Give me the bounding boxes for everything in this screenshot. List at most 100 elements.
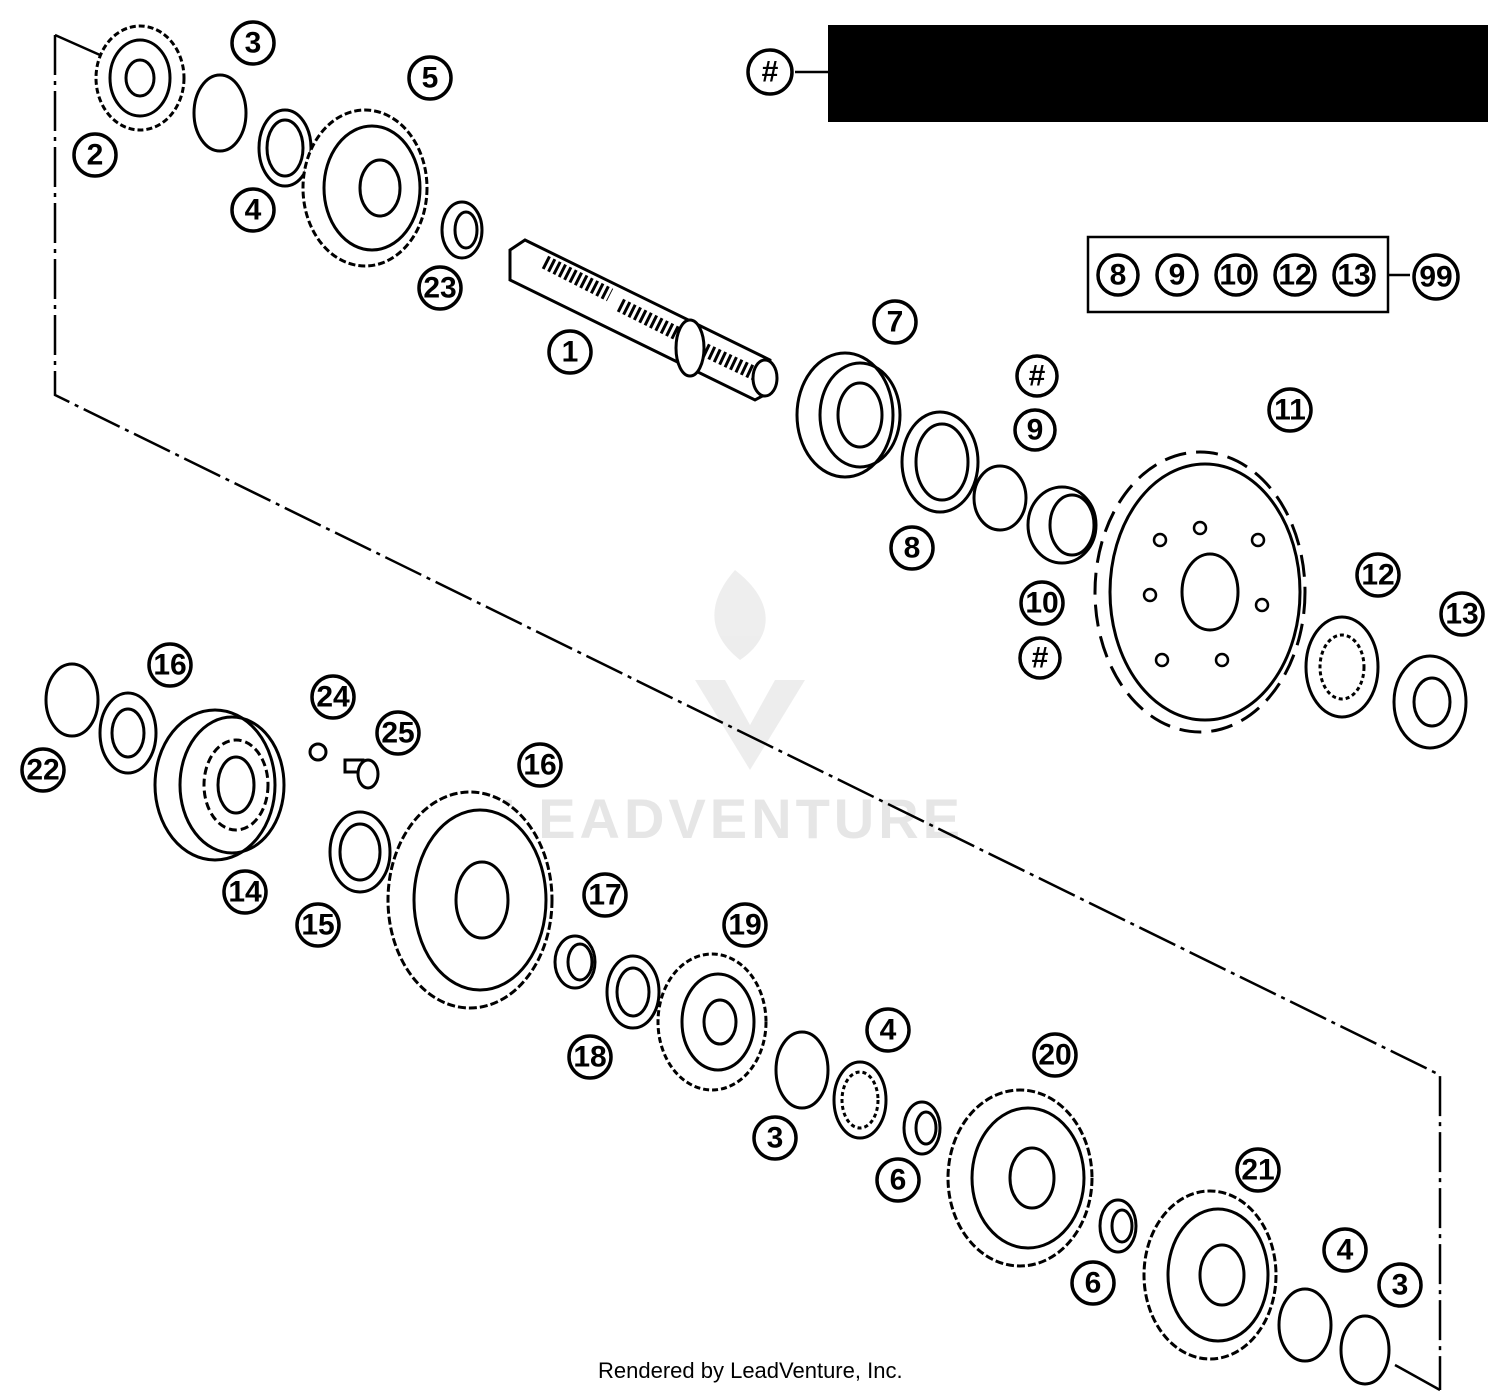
part-8-seal[interactable] [900,410,980,514]
part-4-washer-lower[interactable] [832,1060,888,1140]
svg-text:16: 16 [523,749,556,782]
svg-text:#: # [1029,360,1046,393]
kit-item-10[interactable]: 10 [1214,253,1258,297]
part-3-circlip-lower[interactable] [774,1030,830,1110]
redacted-notice-bar [828,25,1488,122]
kit-item-9[interactable]: 9 [1155,253,1199,297]
svg-text:1: 1 [562,336,579,369]
callout-20[interactable]: 20 [1032,1032,1078,1078]
callout-hash-9[interactable]: # [1015,354,1059,398]
part-6-bushing[interactable] [902,1100,942,1156]
callout-21[interactable]: 21 [1235,1147,1281,1193]
svg-text:7: 7 [887,306,904,339]
callout-4-lower[interactable]: 4 [865,1007,911,1053]
part-15-washer[interactable] [328,810,392,894]
svg-text:8: 8 [904,532,921,565]
callout-23[interactable]: 23 [417,265,463,311]
svg-text:17: 17 [588,879,621,912]
svg-text:19: 19 [728,909,761,942]
part-12-lock-washer[interactable] [1304,615,1380,719]
part-3-circlip-end[interactable] [1339,1314,1391,1386]
part-13-nut[interactable] [1392,654,1468,750]
callout-hash-10[interactable]: # [1018,636,1062,680]
svg-text:12: 12 [1278,259,1311,292]
part-20-gear[interactable] [946,1088,1094,1268]
callout-4[interactable]: 4 [230,187,276,233]
part-2-gear[interactable] [94,24,186,132]
outline-bottom-leader [1394,1363,1441,1392]
callout-15[interactable]: 15 [295,902,341,948]
svg-text:10: 10 [1025,587,1058,620]
svg-text:14: 14 [228,876,262,909]
part-3-circlip[interactable] [192,73,248,153]
svg-text:11: 11 [1274,394,1306,427]
callout-17[interactable]: 17 [582,872,628,918]
svg-text:21: 21 [1241,1154,1274,1187]
callout-12[interactable]: 12 [1355,552,1401,598]
callout-25[interactable]: 25 [375,710,421,756]
svg-text:99: 99 [1419,261,1452,294]
svg-text:13: 13 [1445,598,1478,631]
part-19-gear[interactable] [656,952,768,1092]
callout-10[interactable]: 10 [1019,580,1065,626]
svg-text:24: 24 [316,681,350,714]
outline-top-leader [54,33,101,57]
callout-9[interactable]: 9 [1013,408,1057,452]
part-16-gear[interactable] [386,790,554,1010]
part-5-gear[interactable] [301,108,429,268]
callout-16-gear[interactable]: 16 [517,742,563,788]
callout-4-end[interactable]: 4 [1322,1227,1368,1273]
svg-text:4: 4 [880,1014,897,1047]
part-22-washer[interactable] [44,662,100,738]
callout-1[interactable]: 1 [547,329,593,375]
part-9-o-ring[interactable] [972,464,1028,532]
callout-13[interactable]: 13 [1439,591,1485,637]
svg-text:6: 6 [1085,1267,1102,1300]
kit-item-13[interactable]: 13 [1332,253,1376,297]
callout-2[interactable]: 2 [72,132,118,178]
part-23-bushing[interactable] [440,200,484,260]
part-17-bushing[interactable] [553,934,597,990]
kit-item-8[interactable]: 8 [1096,253,1140,297]
kit-result-99[interactable]: 99 [1412,253,1460,301]
callout-3[interactable]: 3 [230,20,276,66]
part-6-bushing-lower[interactable] [1098,1198,1138,1254]
part-25-screw[interactable] [343,758,380,790]
callout-6-lower[interactable]: 6 [1070,1260,1116,1306]
callout-5[interactable]: 5 [407,55,453,101]
part-21-gear[interactable] [1142,1189,1278,1361]
callout-14[interactable]: 14 [222,869,268,915]
callout-16-left[interactable]: 16 [147,642,193,688]
part-24-ball[interactable] [308,742,328,762]
callout-3-lower[interactable]: 3 [752,1115,798,1161]
part-14-bearing[interactable] [153,708,286,862]
part-18-washer[interactable] [605,954,661,1030]
part-7-bearing[interactable] [795,351,902,479]
svg-text:4: 4 [245,194,262,227]
part-16-washer-left[interactable] [98,691,158,775]
part-1-main-shaft[interactable] [508,238,779,402]
svg-text:2: 2 [87,139,104,172]
kit-item-12[interactable]: 12 [1273,253,1317,297]
callout-7[interactable]: 7 [872,299,918,345]
callout-hash-notice[interactable]: # [746,48,794,96]
callout-18[interactable]: 18 [567,1034,613,1080]
callout-11[interactable]: 11 [1267,387,1313,433]
callout-22[interactable]: 22 [20,747,66,793]
callout-24[interactable]: 24 [310,674,356,720]
svg-text:#: # [1032,642,1049,675]
svg-text:3: 3 [245,27,262,60]
svg-text:9: 9 [1169,259,1186,292]
part-10-spacer[interactable] [1026,485,1098,565]
callout-6-upper[interactable]: 6 [875,1157,921,1203]
svg-text:5: 5 [422,62,439,95]
callout-8[interactable]: 8 [889,525,935,571]
svg-text:4: 4 [1337,1234,1354,1267]
callout-3-end[interactable]: 3 [1377,1262,1423,1308]
svg-text:20: 20 [1038,1039,1071,1072]
callout-19[interactable]: 19 [722,902,768,948]
part-11-sprocket[interactable] [1093,450,1307,734]
part-4-washer-end[interactable] [1277,1287,1333,1363]
render-credit: Rendered by LeadVenture, Inc. [598,1358,903,1383]
